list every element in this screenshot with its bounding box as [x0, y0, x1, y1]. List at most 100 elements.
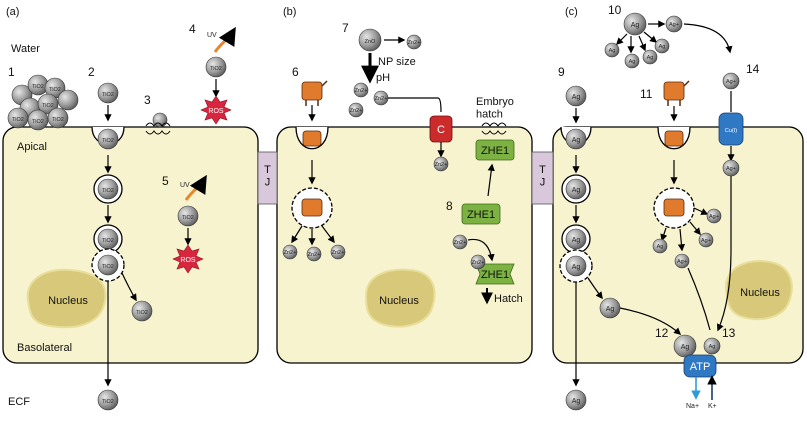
endocytosis-vesicle-c2: [657, 126, 691, 150]
svg-text:Ag: Ag: [572, 137, 581, 144]
nucleus-label-b: Nucleus: [379, 295, 419, 307]
svg-text:10: 10: [608, 3, 622, 17]
number-2: 2: [88, 65, 95, 79]
svg-text:Ag: Ag: [572, 94, 581, 101]
svg-text:8: 8: [446, 199, 453, 213]
zn-ion-b-lower: Zn2+: [452, 234, 468, 250]
zhe1-inhibited: ZHE1 Zn2+: [470, 254, 515, 285]
svg-text:9: 9: [558, 65, 565, 79]
svg-text:ZHE1: ZHE1: [481, 269, 509, 281]
svg-text:TiO2: TiO2: [102, 399, 114, 405]
endocytosis-vesicle-a: TiO2: [91, 126, 125, 150]
svg-text:ZHE1: ZHE1: [481, 145, 509, 157]
svg-text:Zn2+: Zn2+: [332, 250, 345, 256]
cell-a: [2, 126, 259, 364]
svg-text:Ag+: Ag+: [726, 79, 736, 85]
zn-ion-top: Zn2+: [406, 34, 422, 50]
svg-text:Ag: Ag: [606, 306, 615, 313]
degrading-vesicle-b: [291, 187, 333, 229]
svg-text:11: 11: [640, 87, 653, 101]
k-label: K+: [708, 403, 717, 410]
svg-text:Ag: Ag: [647, 55, 654, 61]
arrow-c7: [619, 307, 682, 335]
svg-text:Cu(I): Cu(I): [725, 128, 737, 134]
svg-text:Ag: Ag: [572, 187, 581, 194]
svg-text:ROS: ROS: [180, 257, 196, 264]
svg-text:Ag: Ag: [609, 48, 616, 54]
number-6: 6: [292, 65, 299, 79]
membrane-damage-a: [145, 112, 171, 135]
ag-particle-entry: Ag: [565, 85, 587, 107]
zn-ion-through-c: Zn2+: [433, 156, 449, 172]
arrow-b5: [321, 225, 335, 244]
tio2-uv-inside: TiO2: [177, 205, 199, 227]
svg-text:TiO2: TiO2: [136, 310, 148, 316]
svg-text:Ag: Ag: [629, 59, 636, 65]
arrow-c19: [689, 221, 701, 236]
arrow-c20: [660, 227, 668, 242]
svg-text:Zn2+: Zn2+: [454, 240, 467, 246]
arrow-c22: [716, 176, 732, 332]
arrow-b10: [467, 238, 495, 262]
atp-pump: ATP: [683, 354, 717, 378]
svg-text:Ag+: Ag+: [677, 259, 687, 265]
number-9: 9: [558, 65, 565, 79]
number-14: 14: [746, 62, 760, 76]
number-3: 3: [144, 93, 151, 107]
arrow-c21: [677, 228, 686, 252]
tio2-particle-entry: TiO2: [97, 82, 119, 104]
svg-text:Ag: Ag: [657, 244, 664, 250]
ag-bound-pump: Ag Ag: [673, 334, 721, 358]
svg-text:Zn2+: Zn2+: [375, 96, 388, 102]
vesicle-a-1: TiO2: [93, 174, 123, 204]
svg-text:12: 12: [655, 326, 669, 340]
basolateral-label: Basolateral: [17, 342, 72, 354]
svg-text:ATP: ATP: [690, 361, 711, 373]
number-8: 8: [446, 199, 453, 213]
c-channel: C: [429, 115, 453, 143]
zhe1-middle: ZHE1: [461, 203, 501, 225]
number-11: 11: [640, 87, 653, 101]
svg-text:4: 4: [189, 22, 196, 36]
svg-text:ZHE1: ZHE1: [467, 209, 495, 221]
svg-text:Ag: Ag: [631, 22, 640, 29]
ag-fragments: Ag Ag Ag Ag: [604, 38, 670, 69]
number-1: 1: [8, 65, 15, 79]
svg-text:Ag+: Ag+: [701, 238, 711, 244]
number-5: 5: [162, 174, 169, 188]
water-label: Water: [11, 43, 40, 55]
svg-text:TiO2: TiO2: [182, 215, 194, 221]
vesicle-c-1: Ag: [561, 174, 591, 204]
membrane-damage-b: [481, 122, 507, 135]
apical-label: Apical: [17, 141, 47, 153]
svg-text:TiO2: TiO2: [102, 138, 114, 144]
number-12: 12: [655, 326, 669, 340]
svg-text:ZnO: ZnO: [365, 39, 376, 45]
arrow-b9: [487, 163, 495, 197]
svg-text:Zn2+: Zn2+: [435, 162, 448, 168]
ph-label: pH: [376, 72, 390, 84]
ros-burst-1: ROS: [200, 95, 232, 125]
number-10: 10: [608, 3, 622, 17]
svg-text:TiO2: TiO2: [42, 103, 54, 109]
zno-particle: ZnO: [358, 28, 382, 52]
ag-ecf: Ag: [565, 389, 587, 411]
ecf-label: ECF: [8, 396, 30, 408]
nucleus-label-a: Nucleus: [48, 295, 88, 307]
number-13: 13: [722, 326, 736, 340]
svg-text:7: 7: [342, 21, 349, 35]
svg-text:TiO2: TiO2: [102, 92, 114, 98]
svg-text:TiO2: TiO2: [102, 238, 114, 244]
svg-text:Zn2+: Zn2+: [355, 88, 368, 94]
svg-text:TiO2: TiO2: [32, 84, 44, 90]
number-4: 4: [189, 22, 196, 36]
ros-burst-2: ROS: [172, 244, 204, 274]
svg-text:13: 13: [722, 326, 736, 340]
degrading-vesicle-a: TiO2: [91, 248, 125, 282]
svg-text:Ag+: Ag+: [709, 214, 719, 220]
svg-text:14: 14: [746, 62, 760, 76]
svg-text:Ag: Ag: [659, 44, 666, 50]
